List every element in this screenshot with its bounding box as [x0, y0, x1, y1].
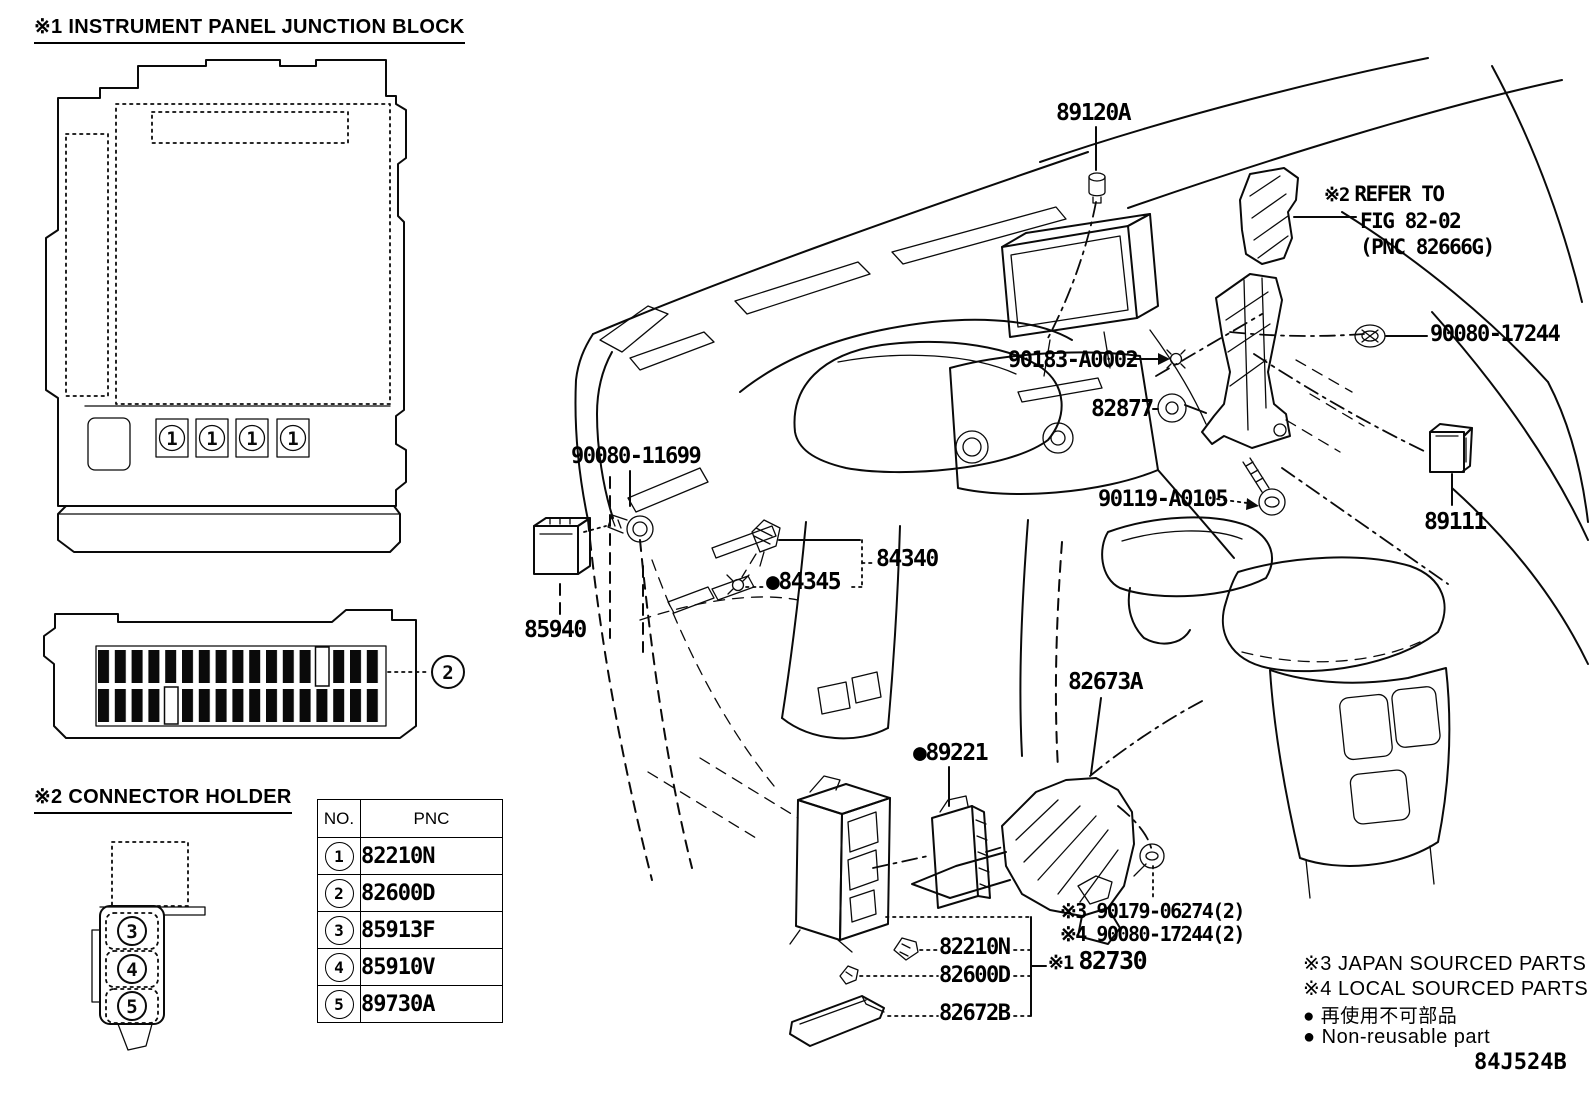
row-number-badge: 1 — [324, 841, 354, 871]
pin-callout-text: 1 — [287, 428, 298, 450]
holder-callout-4: 4 — [117, 954, 147, 984]
pnc-value: 82600D — [360, 874, 503, 912]
holder-callout-text: 5 — [126, 996, 137, 1018]
row-number-badge: 5 — [324, 989, 354, 1019]
pnc-value: 89730A — [360, 985, 503, 1023]
fuse-callout-text: 2 — [442, 662, 453, 684]
sensor-89120A-art — [1088, 172, 1106, 204]
callout-90179-06274: ※3 90179-06274(2) — [1060, 899, 1245, 923]
holder-callout-5: 5 — [117, 991, 147, 1021]
callout-82600D: 82600D — [939, 963, 1011, 988]
note-non-reusable-jp: ● 再使用不可部品 — [1303, 1006, 1458, 1027]
junction-block-drawing: 1 1 1 1 — [45, 59, 407, 553]
junction-block-82730-art — [789, 775, 891, 953]
callout-90119-A0105: 90119-A0105 — [1098, 487, 1229, 512]
ecu-89221-art — [931, 795, 991, 909]
pnc-value: 85913F — [360, 911, 503, 949]
callout-89221: ●89221 — [913, 740, 989, 766]
display-unit-art — [1001, 213, 1159, 377]
leader-lines — [559, 126, 1453, 1017]
callout-82877: 82877 — [1091, 396, 1154, 422]
column-bracket-art — [1201, 167, 1299, 449]
table-row: 3 85913F — [317, 911, 503, 949]
pnc-table-header-no: NO. — [317, 799, 361, 838]
callout-82210N: 82210N — [939, 935, 1011, 960]
table-row: 4 85910V — [317, 948, 503, 986]
pnc-table-header-pnc: PNC — [360, 799, 503, 838]
callout-90080-17244-2: ※4 90080-17244(2) — [1060, 922, 1245, 946]
callout-82730-prefix: ※1 — [1048, 952, 1074, 974]
row-number-badge: 2 — [324, 878, 354, 908]
junction-block-title: ※1 INSTRUMENT PANEL JUNCTION BLOCK — [34, 14, 465, 44]
ecu-89111-art — [1429, 423, 1473, 473]
ecu-85940-art — [533, 517, 591, 575]
refer-line2: FIG 82-02 — [1360, 209, 1462, 233]
junction-pin-callout-3: 1 — [238, 424, 266, 452]
row-number-badge: 4 — [324, 952, 354, 982]
table-row: 5 89730A — [317, 985, 503, 1023]
junction-pin-callout-2: 1 — [198, 424, 226, 452]
clip-84345-art — [726, 574, 750, 595]
callout-89111: 89111 — [1424, 509, 1487, 535]
row-number-badge: 3 — [324, 915, 354, 945]
callout-89120A: 89120A — [1056, 100, 1132, 126]
note-non-reusable-en: ● Non-reusable part — [1303, 1026, 1491, 1048]
pin-callout-text: 1 — [206, 428, 217, 450]
connector-holder-title: ※2 CONNECTOR HOLDER — [34, 784, 292, 814]
holder-callout-text: 3 — [126, 921, 137, 943]
bracket-82673A-art — [911, 777, 1135, 945]
fuse-block-drawing: 2 — [43, 609, 465, 739]
switch-84340-art — [751, 519, 781, 567]
clip-82210N-art — [893, 937, 919, 961]
fuse-callout-2: 2 — [431, 655, 465, 689]
pnc-table: NO. PNC 1 82210N 2 82600D 3 85913F 4 859… — [317, 799, 503, 1023]
table-row: 2 82600D — [317, 874, 503, 912]
connector-holder-drawing: 3 4 5 — [91, 841, 206, 1051]
note-japan-sourced: ※3 JAPAN SOURCED PARTS — [1303, 953, 1587, 975]
callout-82672B: 82672B — [939, 1001, 1011, 1026]
grommet-82877-art — [1157, 393, 1187, 423]
callout-90183-A0002: 90183-A0002 — [1008, 348, 1139, 373]
callout-82673A: 82673A — [1068, 669, 1144, 695]
callout-90080-11699: 90080-11699 — [571, 444, 702, 469]
note-local-sourced: ※4 LOCAL SOURCED PARTS — [1303, 978, 1589, 1000]
table-row: 1 82210N — [317, 837, 503, 875]
bolt-90080-11699-art — [607, 514, 654, 543]
refer-prefix: ※2 — [1324, 184, 1350, 206]
junction-pin-callout-4: 1 — [279, 424, 307, 452]
pin-callout-text: 1 — [166, 428, 177, 450]
callout-85940: 85940 — [524, 617, 587, 643]
dashboard-art — [574, 57, 1589, 899]
bracket-82672B-art — [789, 995, 885, 1047]
pin-callout-text: 1 — [246, 428, 257, 450]
grommet-90080-17244-art — [1354, 324, 1386, 348]
pnc-value: 85910V — [360, 948, 503, 986]
grommet-90179-art — [1133, 843, 1165, 877]
bolt-90119-A0105-art — [1242, 457, 1286, 516]
refer-line3: (PNC 82666G) — [1360, 235, 1495, 259]
diagram-code: 84J524B — [1474, 1050, 1567, 1075]
callout-84340: 84340 — [876, 546, 939, 572]
callout-84345: ●84345 — [766, 569, 842, 595]
holder-callout-3: 3 — [117, 916, 147, 946]
junction-pin-callout-1: 1 — [158, 424, 186, 452]
callout-82730-number: 82730 — [1078, 946, 1147, 975]
pnc-value: 82210N — [360, 837, 503, 875]
refer-line1: REFER TO — [1354, 182, 1445, 206]
holder-callout-text: 4 — [126, 959, 137, 981]
callout-90080-17244: 90080-17244 — [1430, 322, 1561, 347]
clip-82600D-art — [839, 965, 859, 985]
